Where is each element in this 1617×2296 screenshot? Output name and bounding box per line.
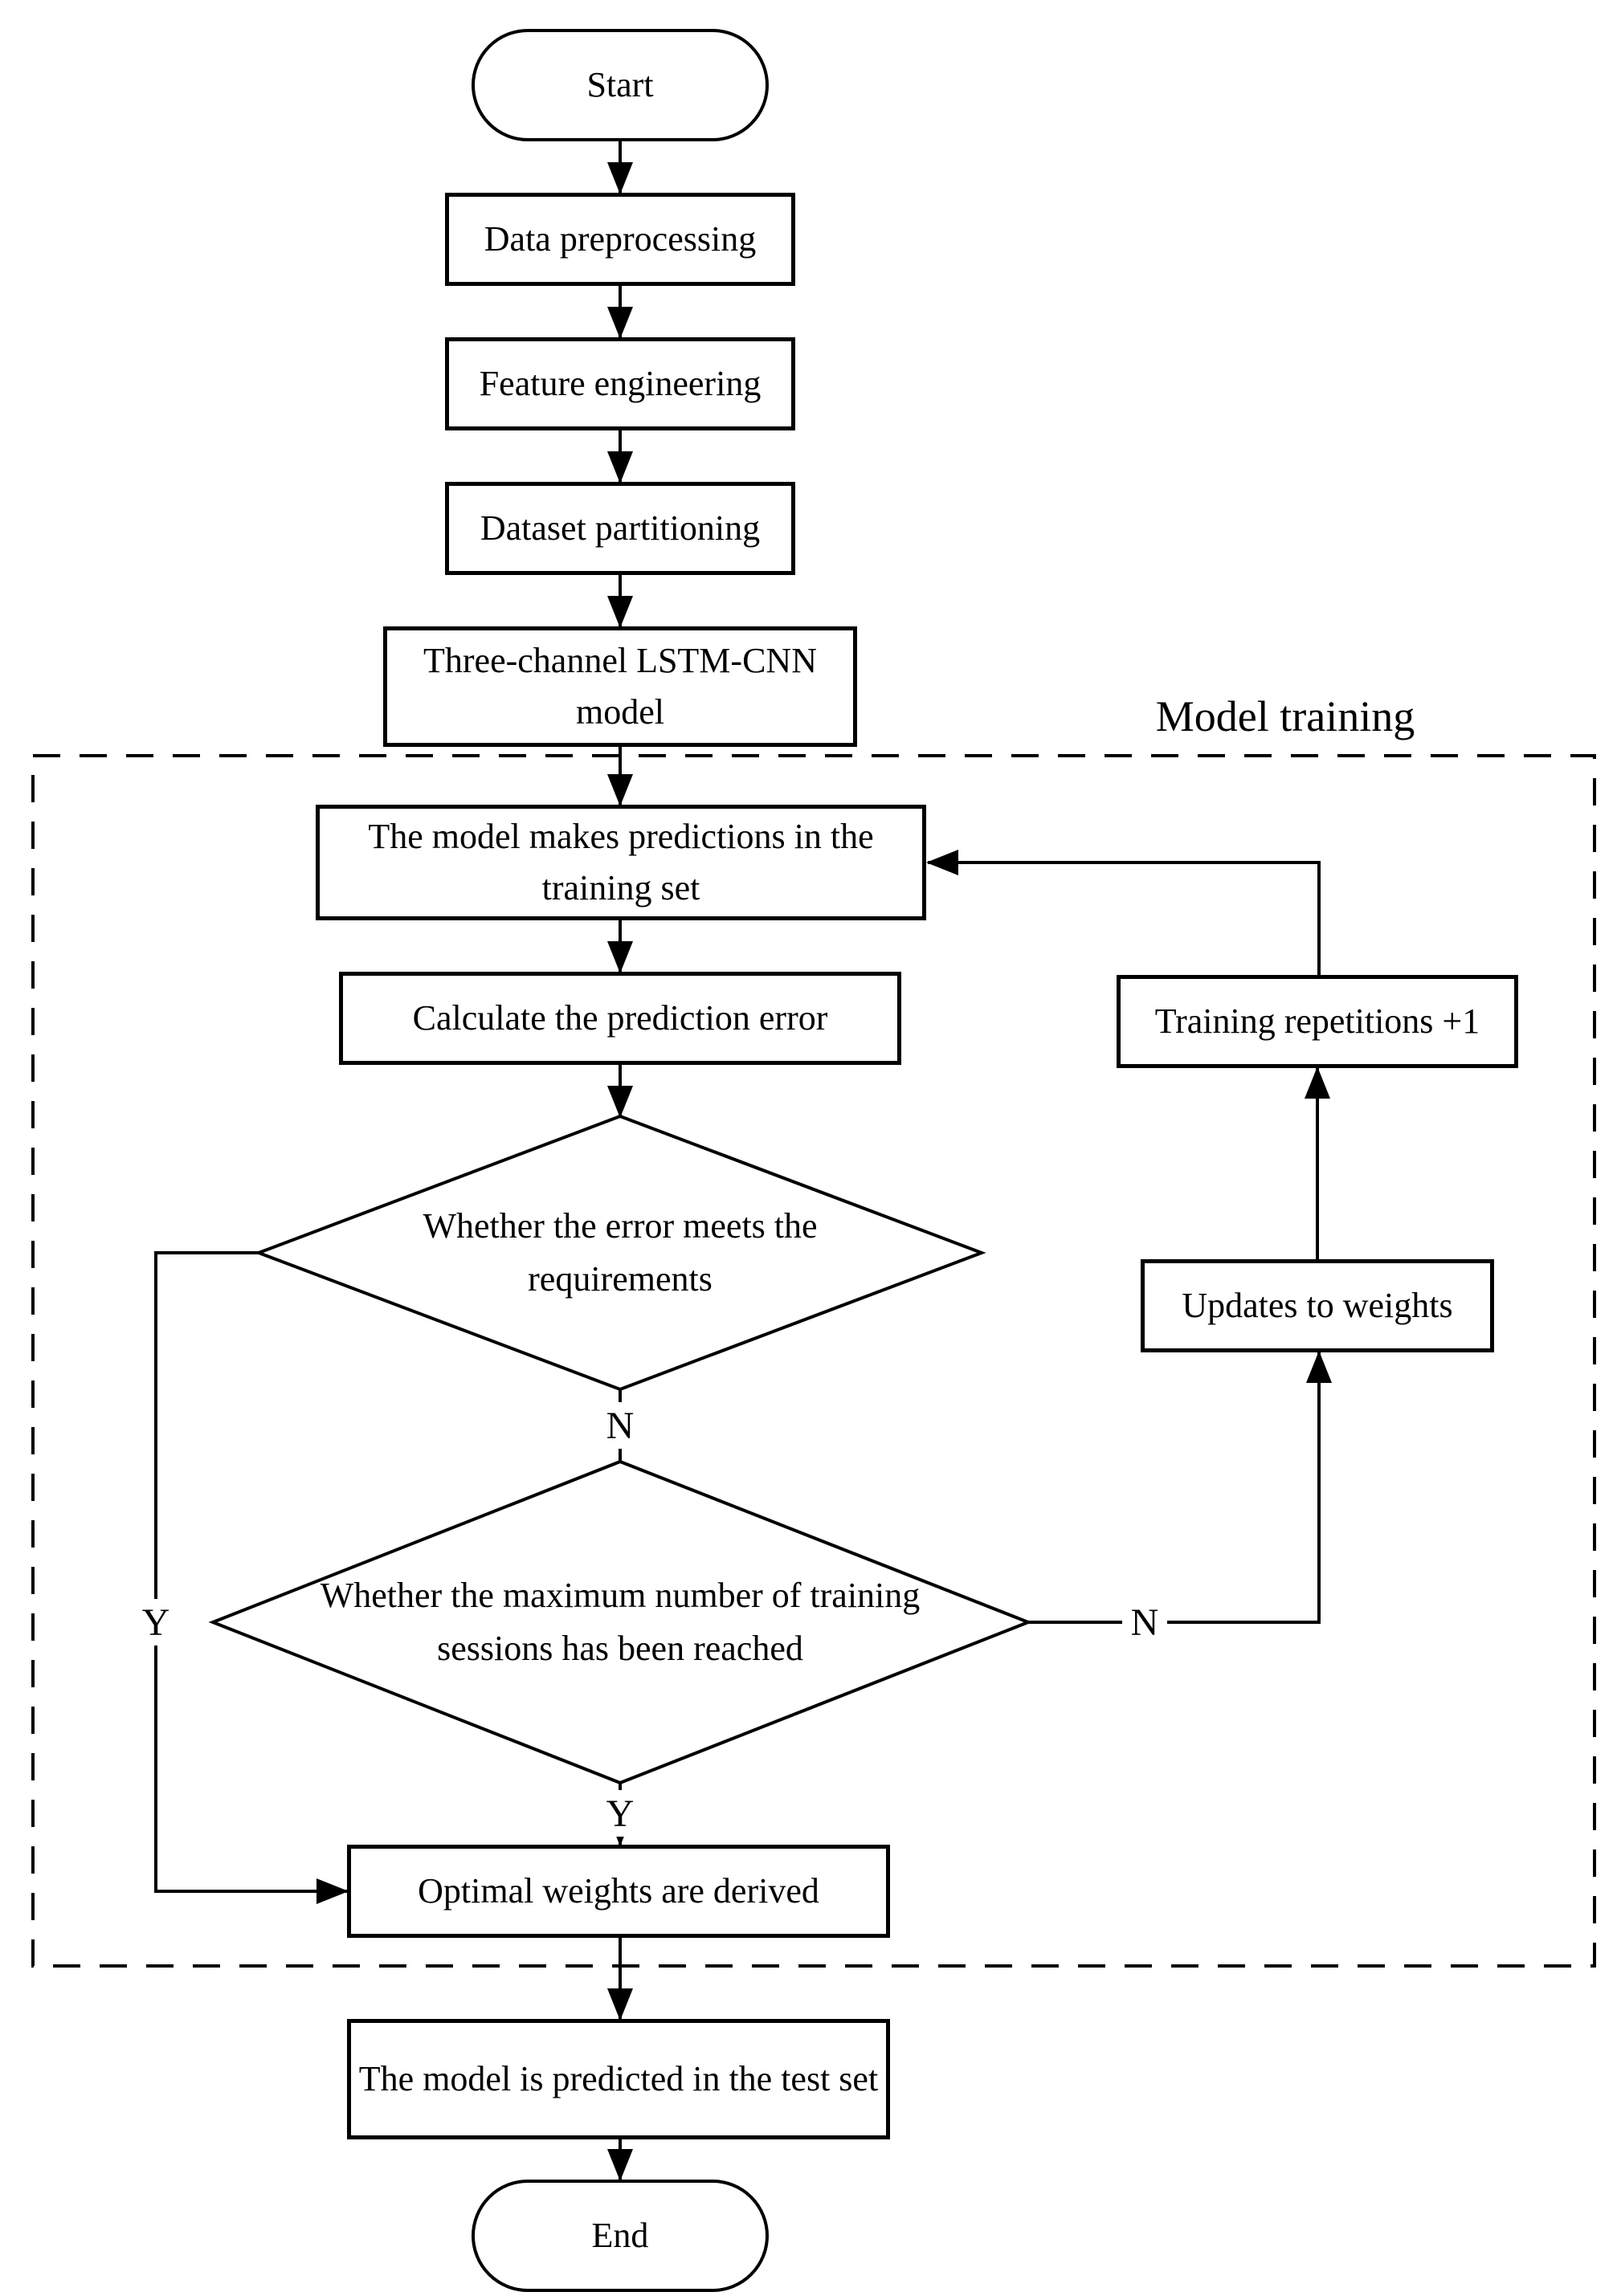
arrow-error-check-yes-to-optimal [154, 1251, 349, 1904]
node-training-repetitions: Training repetitions +1 [1117, 975, 1518, 1068]
decision-max-sessions-label: Whether the maximum number of training s… [320, 1576, 921, 1668]
node-start: Start [472, 29, 769, 141]
node-three-channel-model: Three-channel LSTM-CNN model [383, 626, 857, 747]
node-update-weights: Updates to weights [1141, 1259, 1494, 1352]
node-data-preprocessing: Data preprocessing [445, 193, 795, 286]
model-training-region-label: Model training [1117, 687, 1454, 745]
model-training-dashed-border [31, 754, 1596, 1968]
arrow-repetitions-to-train-predictions [926, 850, 1321, 975]
decision-error-check-label: Whether the error meets the requirements [423, 1206, 818, 1299]
node-train-predictions: The model makes predictions in the train… [316, 805, 926, 920]
edge-label-error-yes: Y [133, 1599, 178, 1646]
arrow-max-check-no-to-update-weights [1028, 1351, 1332, 1624]
node-dataset-partitioning: Dataset partitioning [445, 482, 795, 575]
edge-label-error-no: N [598, 1402, 643, 1449]
node-end: End [472, 2180, 769, 2292]
edge-label-max-no: N [1122, 1599, 1167, 1646]
edge-label-max-yes: Y [598, 1790, 643, 1837]
node-test-prediction: The model is predicted in the test set [347, 2019, 890, 2139]
node-calculate-error: Calculate the prediction error [339, 972, 901, 1065]
node-feature-engineering: Feature engineering [445, 337, 795, 430]
node-optimal-weights: Optimal weights are derived [347, 1845, 890, 1938]
